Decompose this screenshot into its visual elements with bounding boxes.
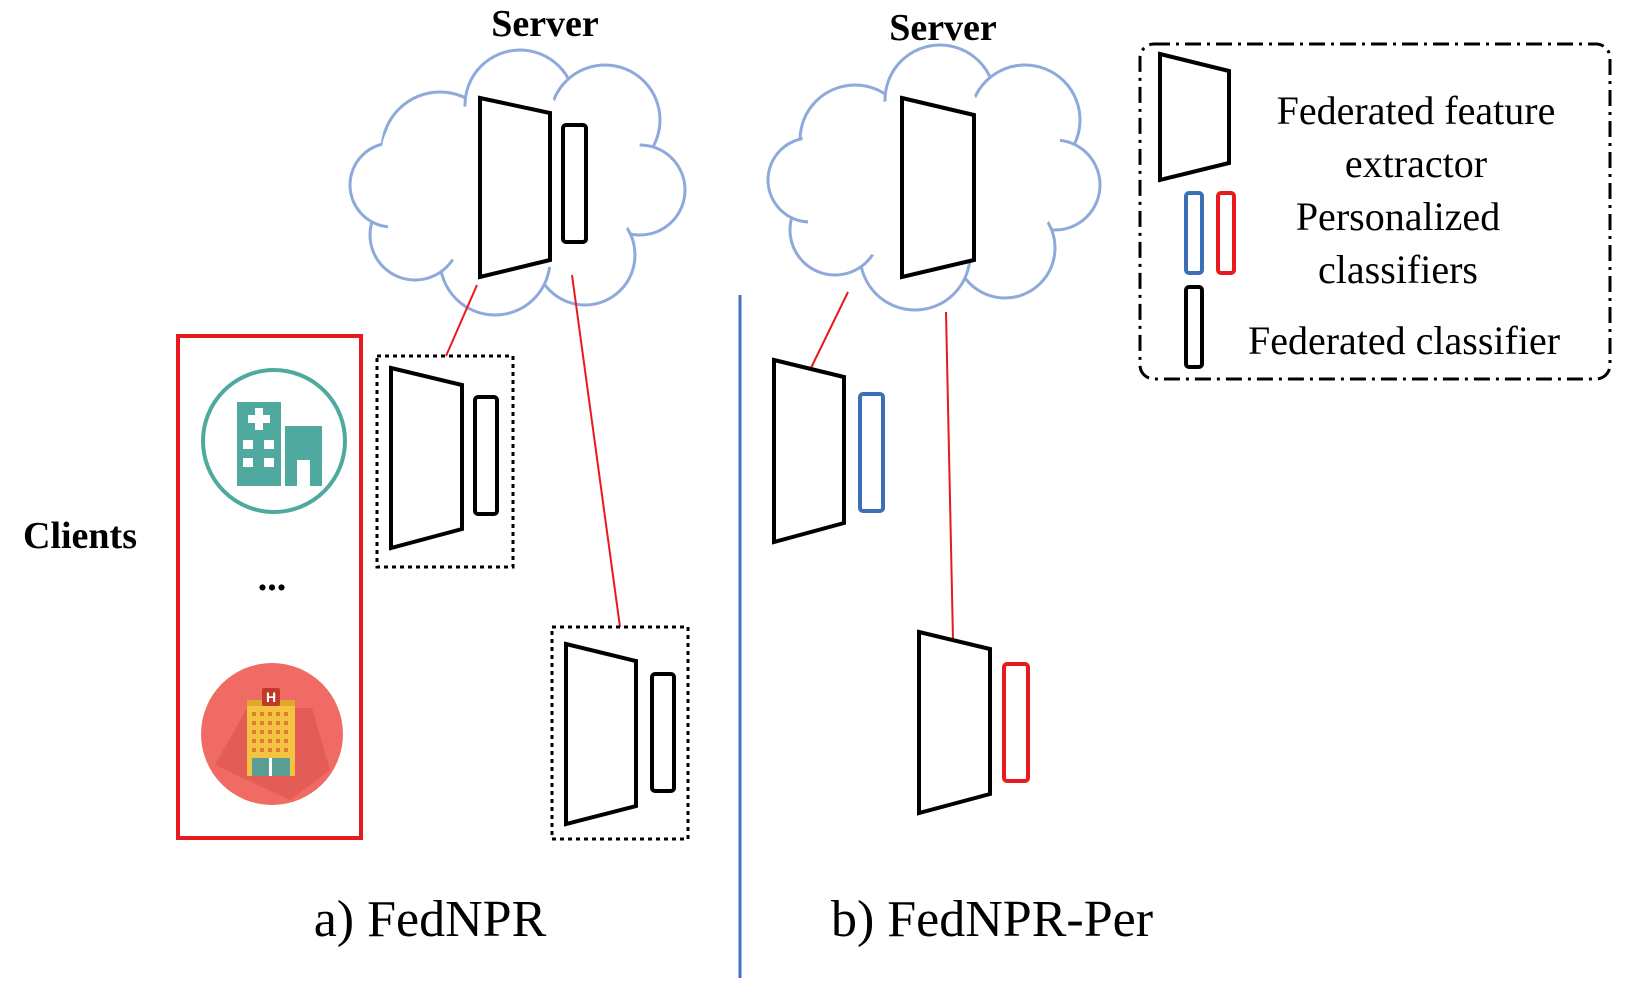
connector-b-1 xyxy=(809,291,849,371)
hospital-badge: H xyxy=(266,689,276,705)
legend-feature-extractor-line2: extractor xyxy=(1345,141,1487,186)
panel-a: Server Clients ... xyxy=(23,3,690,948)
server-label-b: Server xyxy=(889,7,997,49)
legend-personalized-red-icon xyxy=(1216,191,1236,275)
client-model-box-a-2 xyxy=(550,625,690,841)
legend-personalized-blue-icon xyxy=(1184,191,1204,275)
legend-feature-extractor-line1: Federated feature xyxy=(1277,88,1556,133)
server-feature-extractor-b xyxy=(900,95,976,280)
clients-ellipsis: ... xyxy=(258,557,287,599)
client-feature-extractor-a-2 xyxy=(564,641,638,827)
hospital-icon-teal xyxy=(201,368,347,514)
client-classifier-a-1 xyxy=(473,395,499,516)
personalized-classifier-blue xyxy=(858,392,885,513)
clients-label: Clients xyxy=(23,515,137,557)
client-classifier-a-2 xyxy=(650,672,676,793)
panel-b: Server b) FedNPR-Per xyxy=(766,7,1153,948)
legend-federated-classifier: Federated classifier xyxy=(1248,318,1560,363)
clients-box xyxy=(176,334,363,840)
client-feature-extractor-a-1 xyxy=(389,365,464,551)
connector-a-2 xyxy=(571,274,621,628)
caption-b: b) FedNPR-Per xyxy=(831,891,1153,948)
legend: Federated feature extractor Personalized… xyxy=(1138,42,1612,381)
server-label-a: Server xyxy=(491,3,599,45)
connector-a-1 xyxy=(445,284,478,357)
legend-personalized-line2: classifiers xyxy=(1318,247,1478,292)
personalized-classifier-red xyxy=(1002,662,1030,783)
client-feature-extractor-b-2 xyxy=(917,629,992,816)
server-feature-extractor-a xyxy=(478,95,552,280)
legend-federated-classifier-icon xyxy=(1184,285,1204,369)
caption-a: a) FedNPR xyxy=(314,891,547,948)
server-classifier-a xyxy=(561,123,588,244)
connector-b-2 xyxy=(945,311,954,641)
legend-personalized-line1: Personalized xyxy=(1296,194,1500,239)
client-feature-extractor-b-1 xyxy=(772,357,846,545)
legend-frame xyxy=(1138,42,1612,381)
hospital-icon-coral: H xyxy=(201,663,343,805)
client-model-box-a-1 xyxy=(375,354,515,569)
legend-feature-extractor-icon xyxy=(1158,51,1231,183)
